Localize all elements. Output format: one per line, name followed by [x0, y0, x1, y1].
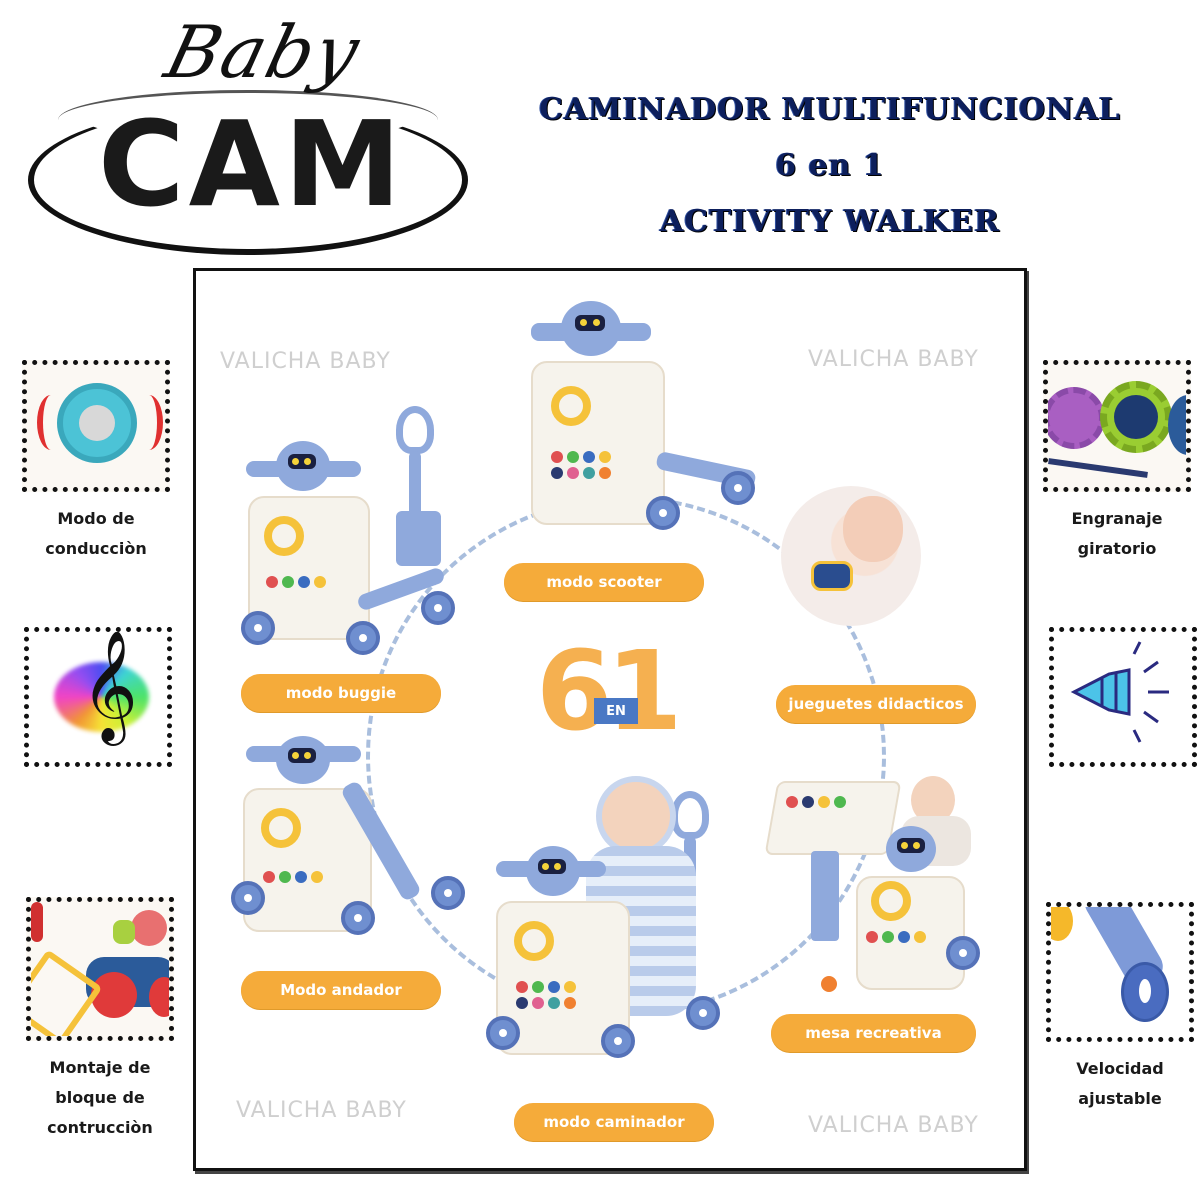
logo-script-text: Baby [157, 10, 370, 94]
toy-car [811, 561, 853, 591]
product-title: CAMINADOR MULTIFUNCIONAL 6 en 1 ACTIVITY… [480, 82, 1180, 250]
walker-andador-image [231, 736, 481, 956]
logo-ellipse [28, 105, 468, 255]
mode-label-buggie: modo buggie [241, 674, 441, 712]
mode-label-scooter: modo scooter [504, 563, 704, 601]
brand-logo: Baby CAM [28, 10, 473, 255]
feature-label-line: Montaje de [49, 1058, 151, 1077]
logo-main-text: CAM [98, 95, 406, 233]
watermark: VALICHA BABY [236, 1098, 407, 1123]
feature-driving-mode: Modo de conducciòn [16, 360, 176, 564]
speaker-icon [1049, 627, 1197, 767]
mode-label-caminador: modo caminador [514, 1103, 714, 1141]
badge-en-label: EN [594, 698, 638, 724]
feature-label-line: Modo de [57, 509, 135, 528]
watermark: VALICHA BABY [808, 347, 979, 372]
title-line-2: 6 en 1 [775, 148, 885, 183]
mode-label-mesa: mesa recreativa [771, 1014, 976, 1052]
music-note-icon: 𝄞 [24, 627, 172, 767]
logo-ellipse-top [58, 90, 438, 150]
gear-icon [1043, 360, 1191, 492]
feature-rotating-gear: Engranaje giratorio [1037, 360, 1197, 564]
feature-label-line: ajustable [1078, 1089, 1162, 1108]
feature-label-line: giratorio [1077, 539, 1157, 558]
steering-wheel-icon [22, 360, 170, 492]
badge-digit-six: 6 [536, 627, 613, 755]
mesa-recreativa-image [761, 766, 991, 1006]
walker-buggie-image [236, 406, 466, 656]
watermark: VALICHA BABY [220, 349, 391, 374]
building-block-icon [26, 897, 174, 1041]
baby-with-toy-image [781, 486, 921, 626]
title-line-3: ACTIVITY WALKER [659, 204, 1001, 239]
wheel-speed-icon [1046, 902, 1194, 1042]
feature-label-line: Velocidad [1076, 1059, 1164, 1078]
badge-digit-one: 1 [606, 627, 683, 755]
six-in-one-badge: 6 1 EN [536, 636, 686, 746]
baby-face [843, 496, 903, 562]
feature-sound [1043, 627, 1200, 767]
feature-label-line: contrucciòn [47, 1118, 153, 1137]
feature-label-line: conducciòn [45, 539, 147, 558]
feature-label-line: bloque de [55, 1088, 145, 1107]
feature-adjustable-speed: Velocidad ajustable [1040, 902, 1200, 1114]
mode-label-andador: Modo andador [241, 971, 441, 1009]
product-modes-panel: VALICHA BABY VALICHA BABY VALICHA BABY V… [193, 268, 1027, 1171]
watermark: VALICHA BABY [808, 1113, 979, 1138]
feature-music: 𝄞 [18, 627, 178, 767]
walker-scooter-image [511, 301, 771, 551]
mode-label-didacticos: jueguetes didacticos [776, 685, 976, 723]
feature-building-blocks: Montaje de bloque de contrucciòn [20, 897, 180, 1143]
walker-caminador-image [486, 766, 736, 1066]
feature-label-line: Engranaje [1071, 509, 1163, 528]
title-line-1: CAMINADOR MULTIFUNCIONAL [539, 92, 1121, 127]
